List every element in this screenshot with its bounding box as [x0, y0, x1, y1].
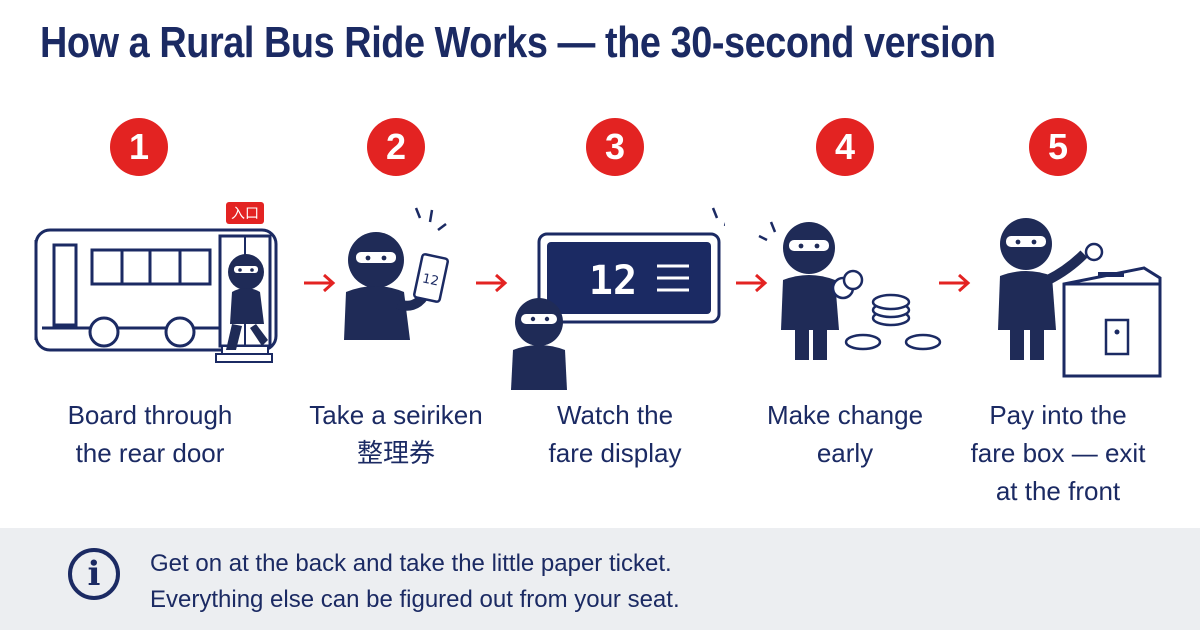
footer-line: Get on at the back and take the little p…	[150, 550, 672, 577]
bus-boarding-illustration: 入口	[34, 202, 278, 363]
entrance-sign-text: 入口	[231, 206, 259, 222]
fare-display-number: 12	[589, 258, 637, 304]
step-caption: Board through the rear door	[40, 396, 260, 472]
step-number-badge: 4	[816, 118, 874, 176]
arrow-right-icon	[304, 273, 336, 293]
info-icon: i	[68, 548, 120, 600]
ticket-number: 12	[421, 271, 440, 289]
caption-line: at the front	[995, 476, 1121, 506]
step-caption: Pay into the fare box — exit at the fron…	[948, 396, 1168, 510]
caption-line: early	[816, 438, 874, 468]
caption-line: Watch the	[556, 400, 674, 430]
ninja-coins-illustration	[758, 221, 942, 360]
caption-line: fare box — exit	[970, 438, 1146, 468]
step-number-badge: 3	[586, 118, 644, 176]
step-4: 4 Make change early	[735, 118, 955, 518]
ninja-ticket-illustration: 12	[344, 207, 449, 340]
footer-line: Everything else can be figured out from …	[150, 586, 680, 613]
arrow-right-icon	[939, 273, 971, 293]
step-caption: Take a seiriken 整理券	[286, 396, 506, 472]
page-title: How a Rural Bus Ride Works — the 30-seco…	[40, 18, 996, 67]
caption-line: Make change	[766, 400, 924, 430]
step-1: 1 入口 Board through the rear door	[34, 118, 278, 518]
caption-line: fare display	[548, 438, 682, 468]
caption-line: Take a seiriken	[309, 400, 483, 430]
footer-text: Get on at the back and take the little p…	[150, 546, 680, 618]
info-footer: i Get on at the back and take the little…	[0, 528, 1200, 630]
caption-line: Pay into the	[989, 400, 1127, 430]
step-5: 5 Pay into the fare box — exit at the fr…	[948, 118, 1168, 518]
step-number-badge: 1	[110, 118, 168, 176]
step-2: 2 12 Take a seiriken 整理券	[286, 118, 506, 518]
arrow-right-icon	[736, 273, 768, 293]
fare-display-illustration: 12	[511, 207, 725, 390]
step-number-badge: 2	[367, 118, 425, 176]
caption-line: the rear door	[75, 438, 225, 468]
caption-line: Board through	[67, 400, 233, 430]
arrow-right-icon	[476, 273, 508, 293]
step-caption: Watch the fare display	[505, 396, 725, 472]
step-number-badge: 5	[1029, 118, 1087, 176]
step-3: 3 12 Watch the fare display	[505, 118, 725, 518]
fare-box-illustration	[998, 218, 1162, 378]
caption-line: 整理券	[356, 438, 435, 468]
step-caption: Make change early	[735, 396, 955, 472]
